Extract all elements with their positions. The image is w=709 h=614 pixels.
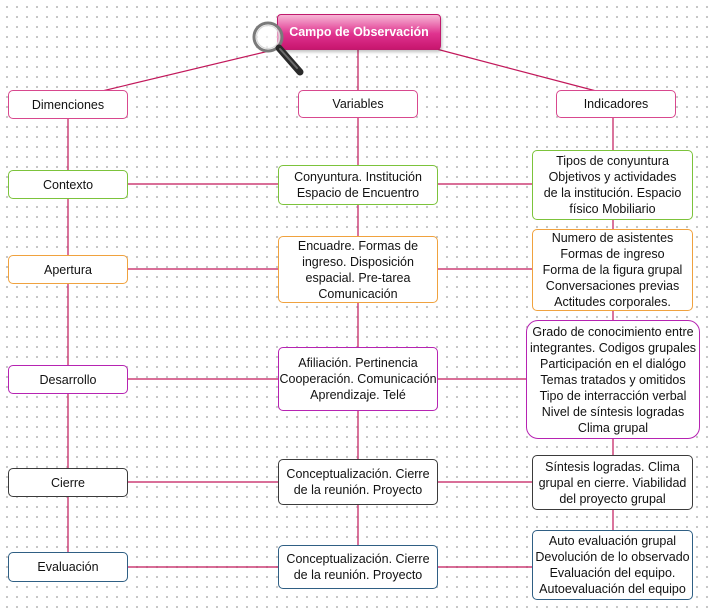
connector-root-dimensiones: [97, 45, 291, 93]
variable-apertura[interactable]: Encuadre. Formas de ingreso. Disposición…: [278, 236, 438, 303]
indicator-line: Conversaciones previas: [545, 279, 680, 293]
header-dimensiones[interactable]: Dimenciones: [8, 90, 128, 119]
indicator-line: Objetivos y actividades: [548, 170, 677, 184]
root-node[interactable]: Campo de Observación: [277, 14, 441, 50]
dimension-label: Contexto: [42, 177, 94, 192]
dimension-desarrollo[interactable]: Desarrollo: [8, 365, 128, 394]
indicator-contexto[interactable]: Tipos de conyuntura Objetivos y activida…: [532, 150, 693, 220]
indicator-line: físico Mobiliario: [569, 202, 656, 216]
variable-line: Encuadre. Formas de: [297, 238, 419, 253]
dimension-cierre[interactable]: Cierre: [8, 468, 128, 497]
indicator-line: de la institución. Espacio: [543, 186, 682, 200]
dimension-contexto[interactable]: Contexto: [8, 170, 128, 199]
indicator-line: Tipos de conyuntura: [556, 154, 669, 168]
dimension-evaluacion[interactable]: Evaluación: [8, 552, 128, 582]
header-indicadores-label: Indicadores: [583, 97, 649, 111]
header-variables[interactable]: Variables: [298, 90, 418, 118]
magnifier-icon: [252, 21, 304, 76]
indicator-line: Forma de la figura grupal: [542, 263, 683, 277]
indicator-desarrollo[interactable]: Grado de conocimiento entre integrantes.…: [526, 320, 700, 439]
variable-line: Conceptualización. Cierre: [286, 552, 430, 566]
indicator-line: Actitudes corporales.: [554, 295, 671, 309]
indicator-line: Nivel de síntesis logradas: [541, 404, 685, 419]
indicator-line: Formas de ingreso: [560, 247, 665, 261]
variable-contexto[interactable]: Conyuntura. Institución Espacio de Encue…: [278, 165, 438, 205]
indicator-line: Clima grupal: [577, 420, 649, 435]
indicator-line: Devolución de lo observado: [535, 550, 690, 564]
variable-line: Comunicación: [318, 286, 398, 301]
variable-line: Cooperación. Comunicación: [279, 372, 437, 386]
indicator-line: Autoevaluación del equipo: [539, 582, 686, 596]
indicator-line: Evaluación del equipo.: [549, 566, 676, 580]
indicator-line: Auto evaluación grupal: [548, 534, 677, 548]
variable-evaluacion[interactable]: Conceptualización. Cierre de la reunión.…: [278, 545, 438, 589]
indicator-line: Tipo de interracción verbal: [539, 388, 687, 403]
dimension-apertura[interactable]: Apertura: [8, 255, 128, 284]
indicator-line: del proyecto grupal: [559, 491, 666, 506]
dimension-label: Cierre: [50, 475, 86, 490]
indicator-line: Numero de asistentes: [551, 231, 674, 245]
connector-root-indicadores: [424, 45, 601, 93]
variable-line: Espacio de Encuentro: [296, 186, 420, 200]
dimension-label: Desarrollo: [39, 372, 97, 387]
indicator-line: Síntesis logradas. Clima: [545, 459, 680, 474]
dimension-label: Apertura: [44, 262, 92, 277]
header-dimensiones-label: Dimenciones: [31, 97, 105, 112]
variable-line: espacial. Pre-tarea: [305, 270, 411, 285]
indicator-line: grupal en cierre. Viabilidad: [538, 475, 687, 490]
variable-line: Conceptualización. Cierre: [286, 467, 430, 481]
indicator-line: Participación en el dialógo: [540, 356, 686, 371]
variable-line: Aprendizaje. Telé: [310, 388, 406, 402]
variable-desarrollo[interactable]: Afiliación. Pertinencia Cooperación. Com…: [278, 347, 438, 411]
variable-line: ingreso. Disposición: [302, 254, 414, 269]
variable-line: Afiliación. Pertinencia: [298, 356, 418, 370]
header-variables-label: Variables: [332, 97, 384, 111]
variable-line: Conyuntura. Institución: [294, 170, 422, 184]
indicator-apertura[interactable]: Numero de asistentes Formas de ingreso F…: [532, 229, 693, 311]
indicator-line: Temas tratados y omitidos: [540, 372, 686, 387]
variable-line: de la reunión. Proyecto: [293, 568, 423, 582]
indicator-line: Grado de conocimiento entre: [532, 324, 694, 339]
root-title: Campo de Observación: [289, 25, 429, 39]
indicator-cierre[interactable]: Síntesis logradas. Clima grupal en cierr…: [532, 455, 693, 510]
indicator-line: integrantes. Codigos grupales: [529, 340, 697, 355]
indicator-evaluacion[interactable]: Auto evaluación grupal Devolución de lo …: [532, 530, 693, 600]
header-indicadores[interactable]: Indicadores: [556, 90, 676, 118]
variable-cierre[interactable]: Conceptualización. Cierre de la reunión.…: [278, 459, 438, 505]
variable-line: de la reunión. Proyecto: [293, 483, 423, 497]
dimension-label: Evaluación: [37, 560, 99, 574]
